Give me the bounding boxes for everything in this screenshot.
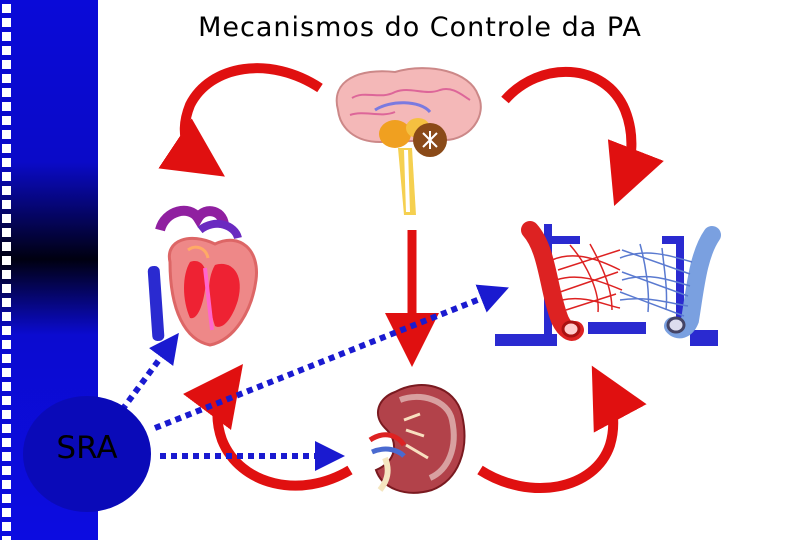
- sidebar-square: [2, 18, 11, 27]
- sidebar-square: [2, 256, 11, 265]
- red-arrow-brain-to-vessels: [501, 67, 664, 206]
- sidebar-square: [2, 284, 11, 293]
- sidebar-square: [2, 522, 11, 531]
- sidebar-square: [2, 74, 11, 83]
- sidebar-square: [2, 242, 11, 251]
- sidebar-square: [2, 368, 11, 377]
- sidebar-square: [2, 340, 11, 349]
- sidebar-square: [2, 200, 11, 209]
- sidebar-square: [2, 144, 11, 153]
- red-arrow-brain-to-heart: [158, 63, 323, 177]
- sidebar-square: [2, 466, 11, 475]
- red-arrow-kidney-to-heart: [183, 363, 353, 491]
- brain-icon: [335, 67, 482, 215]
- sidebar-square: [2, 508, 11, 517]
- sidebar-square: [2, 326, 11, 335]
- sidebar-square: [2, 46, 11, 55]
- dotted-arrow-sra-to-vessels: [153, 284, 509, 431]
- sidebar-square: [2, 32, 11, 41]
- sidebar-square: [2, 410, 11, 419]
- sidebar-square: [2, 480, 11, 489]
- heart-icon: [147, 205, 258, 347]
- sidebar-square: [2, 158, 11, 167]
- slide-title: Mecanismos do Controle da PA: [198, 12, 642, 43]
- sidebar-square: [2, 116, 11, 125]
- sidebar-square: [2, 312, 11, 321]
- sidebar-square: [2, 382, 11, 391]
- sidebar-square: [2, 4, 11, 13]
- sidebar-square: [2, 172, 11, 181]
- sidebar-square: [2, 396, 11, 405]
- sra-label: SRA: [56, 430, 118, 466]
- sidebar-square: [2, 438, 11, 447]
- sidebar-square: [2, 494, 11, 503]
- sidebar-square-strip: [2, 0, 16, 545]
- sra-node: [23, 396, 151, 512]
- dotted-arrow-sra-to-heart: [119, 332, 179, 412]
- sidebar-square: [2, 186, 11, 195]
- sidebar-square: [2, 298, 11, 307]
- red-arrow-kidney-to-vessels: [477, 365, 647, 493]
- sidebar-square: [2, 452, 11, 461]
- sidebar-square: [2, 270, 11, 279]
- sidebar-square: [2, 354, 11, 363]
- sidebar-square: [2, 88, 11, 97]
- sidebar-square: [2, 60, 11, 69]
- sidebar-square: [2, 102, 11, 111]
- blood-vessels-icon: [495, 221, 721, 346]
- sidebar-square: [2, 424, 11, 433]
- sidebar-square: [2, 130, 11, 139]
- sidebar-square: [2, 214, 11, 223]
- kidney-icon: [368, 384, 466, 494]
- sidebar-square: [2, 228, 11, 237]
